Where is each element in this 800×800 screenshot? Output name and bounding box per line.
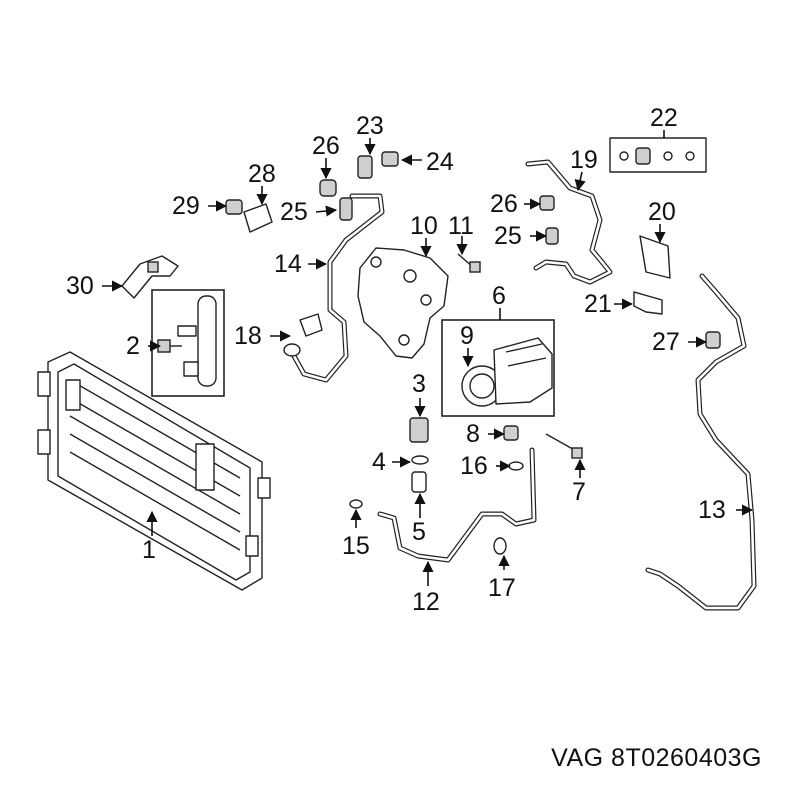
callout-21: 21	[584, 290, 612, 318]
seal-parts-15-17	[349, 499, 507, 555]
callout-26b: 26	[490, 190, 518, 218]
bracket-part-30	[121, 255, 179, 299]
callout-9: 9	[460, 322, 474, 350]
callout-3: 3	[412, 370, 426, 398]
callout-27: 27	[652, 328, 680, 356]
callout-10: 10	[410, 212, 438, 240]
callout-22: 22	[650, 104, 678, 132]
callout-25a: 25	[280, 198, 308, 226]
callout-14: 14	[274, 250, 302, 278]
callout-1: 1	[142, 536, 156, 564]
callout-labels: 1 2 3 4 5 6 7 8 9 10 11 12 13 14 15 16 1…	[66, 104, 726, 616]
callout-8: 8	[466, 420, 480, 448]
hose-13	[645, 273, 757, 611]
callout-18: 18	[234, 322, 262, 350]
brand-name: VAG	[551, 744, 604, 772]
compressor-bracket-10	[357, 247, 449, 359]
valve-stack-3-4-5	[409, 417, 429, 493]
shield-parts-20-21	[633, 235, 671, 315]
callout-25b: 25	[494, 222, 522, 250]
callout-29: 29	[172, 192, 200, 220]
part-number: 8T0260403G	[611, 744, 762, 772]
callout-23: 23	[356, 112, 384, 140]
oring-part-18	[283, 313, 323, 357]
leader-25a	[315, 205, 338, 217]
callout-11: 11	[448, 212, 474, 240]
callout-6: 6	[492, 282, 506, 310]
fittings-cluster-left	[225, 151, 399, 233]
callout-28: 28	[248, 160, 276, 188]
receiver-dryer-group	[151, 289, 225, 397]
callout-20: 20	[648, 198, 676, 226]
callout-4: 4	[372, 448, 386, 476]
bolt-part-11	[457, 253, 481, 273]
callout-12: 12	[412, 588, 440, 616]
callout-19: 19	[570, 146, 598, 174]
hose-14	[291, 193, 385, 383]
compressor-group-box	[441, 319, 555, 417]
leader-lines	[102, 130, 754, 586]
part-number-caption: VAG 8T0260403G	[551, 744, 762, 773]
condenser-part	[37, 351, 271, 591]
hose-12	[377, 447, 537, 563]
fittings-cluster-center	[503, 425, 583, 471]
callout-24: 24	[426, 148, 454, 176]
callout-15: 15	[342, 532, 370, 560]
gasket-plate-22	[609, 137, 707, 173]
callout-30: 30	[66, 272, 94, 300]
callout-16: 16	[460, 452, 488, 480]
callout-13: 13	[698, 496, 726, 524]
leader-19	[574, 171, 586, 192]
hose-19	[525, 159, 613, 285]
callout-2: 2	[126, 332, 140, 360]
callout-17: 17	[488, 574, 516, 602]
callout-26a: 26	[312, 132, 340, 160]
callout-5: 5	[412, 518, 426, 546]
callout-7: 7	[572, 478, 586, 506]
